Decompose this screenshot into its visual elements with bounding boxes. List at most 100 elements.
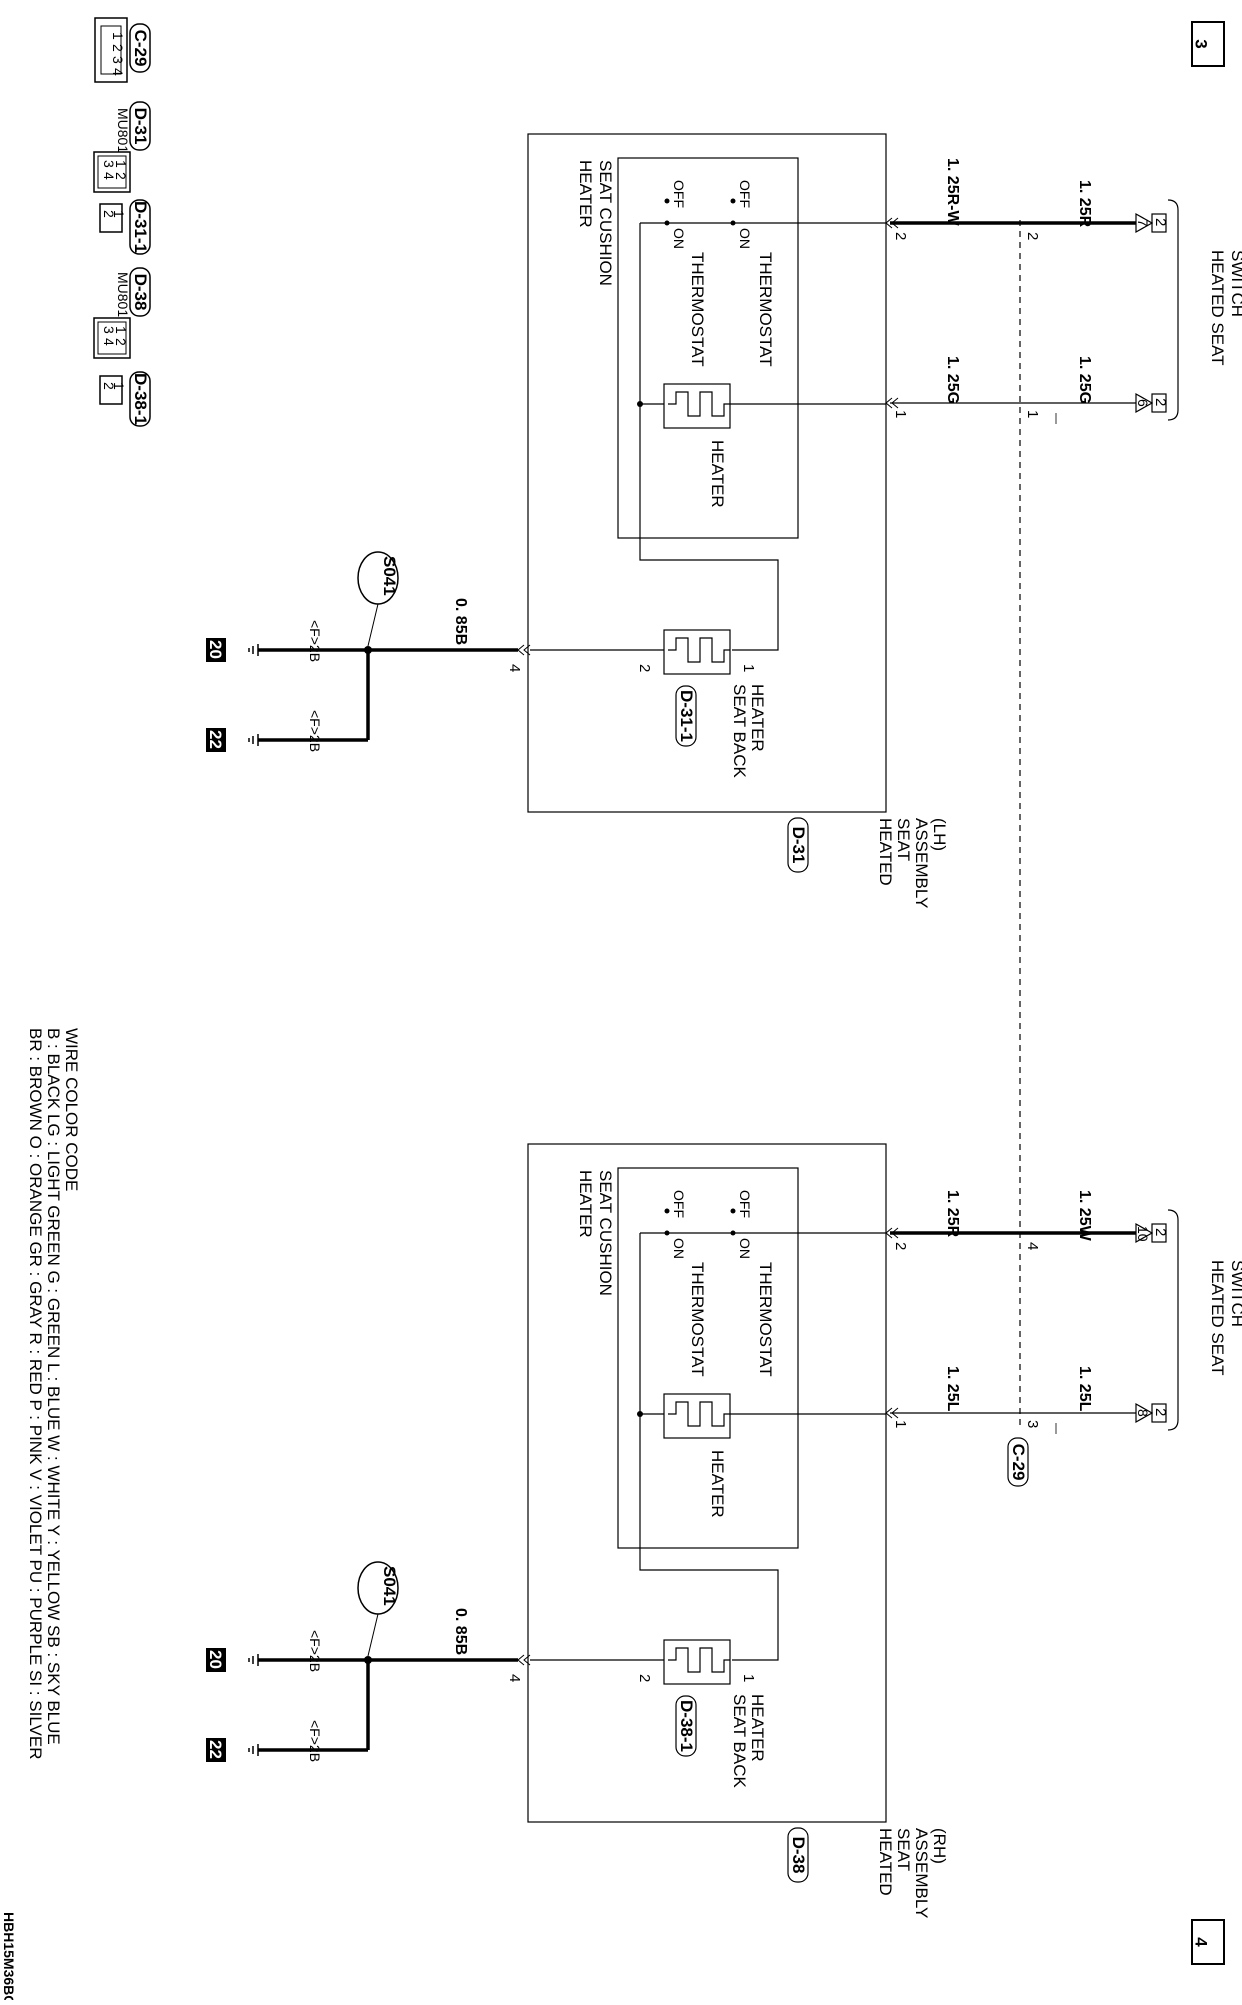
rh-ground-wire: 0. 85B bbox=[452, 1608, 469, 1655]
svg-text:1: 1 bbox=[892, 1420, 909, 1428]
svg-text:4: 4 bbox=[506, 1674, 523, 1682]
lh-heater-element bbox=[663, 383, 731, 429]
rh-switch-terminal-a: 2 10 bbox=[1135, 1222, 1169, 1244]
rh-heater-label: HEATER bbox=[708, 1450, 727, 1518]
svg-text:D-38-1: D-38-1 bbox=[677, 1700, 696, 1752]
wire-color-code-line2: BR : BROWN O : ORANGE GR : GRAY R : RED … bbox=[26, 1028, 45, 1760]
lh-wire-a: 1. 25R-W bbox=[944, 158, 961, 226]
lh-circuit: HEATED SEATSWITCH 2 7 2 6 1. 25R 1. 25G … bbox=[206, 133, 1242, 908]
rh-wire-top-b: 1. 25L bbox=[1076, 1366, 1093, 1412]
svg-text:6: 6 bbox=[1135, 399, 1151, 407]
connector-c29-face: 1 2 3 4 bbox=[94, 17, 128, 83]
wire-color-code-line1: B : BLACK LG : LIGHT GREEN G : GREEN L :… bbox=[44, 1028, 63, 1745]
svg-text:2: 2 bbox=[113, 172, 129, 180]
svg-text:ON: ON bbox=[671, 1238, 687, 1259]
lh-cushion-label: SEAT CUSHIONHEATER bbox=[576, 160, 615, 286]
svg-text:2: 2 bbox=[113, 338, 129, 346]
lh-thermostat-2: THERMOSTAT bbox=[688, 252, 707, 367]
svg-text:2: 2 bbox=[1152, 218, 1169, 226]
rh-cushion-label: SEAT CUSHIONHEATER bbox=[576, 1170, 615, 1296]
rh-cushion-heater-box bbox=[617, 1167, 799, 1549]
lh-back-heater-label: SEAT BACKHEATER bbox=[730, 684, 767, 779]
page-marker-top: 3 bbox=[1191, 21, 1225, 67]
svg-text:D-31: D-31 bbox=[789, 827, 808, 864]
svg-text:1: 1 bbox=[740, 1674, 757, 1682]
svg-text:2: 2 bbox=[101, 382, 117, 390]
svg-text:4: 4 bbox=[1192, 1937, 1211, 1947]
svg-text:1: 1 bbox=[110, 32, 126, 40]
svg-text:D-38: D-38 bbox=[131, 274, 150, 311]
rh-thermostat-2: THERMOSTAT bbox=[688, 1262, 707, 1377]
svg-text:S041: S041 bbox=[380, 556, 399, 596]
connector-d38-1-face: 1 2 bbox=[99, 375, 127, 405]
lh-switch-terminal-b: 2 6 bbox=[1135, 392, 1169, 414]
svg-text:2: 2 bbox=[636, 1674, 653, 1682]
svg-text:4: 4 bbox=[101, 338, 117, 346]
svg-text:1: 1 bbox=[111, 382, 127, 390]
svg-text:D-31: D-31 bbox=[131, 108, 150, 145]
svg-text:D-31-1: D-31-1 bbox=[677, 690, 696, 742]
svg-text:D-38: D-38 bbox=[789, 1837, 808, 1874]
svg-text:1: 1 bbox=[111, 210, 127, 218]
svg-text:10: 10 bbox=[1135, 1226, 1151, 1242]
rh-heater-element bbox=[663, 1393, 731, 1439]
lh-splice: S041 bbox=[357, 551, 399, 605]
svg-text:OFF: OFF bbox=[671, 180, 687, 208]
svg-text:22: 22 bbox=[206, 730, 225, 749]
rh-thermostat-1: THERMOSTAT bbox=[756, 1262, 775, 1377]
svg-text:1: 1 bbox=[740, 664, 757, 672]
svg-text:4: 4 bbox=[1024, 1242, 1041, 1250]
lh-seat-assembly-box bbox=[527, 133, 887, 813]
svg-text:20: 20 bbox=[206, 640, 225, 659]
svg-text:3: 3 bbox=[1024, 1420, 1041, 1428]
connector-legend: C-29 1 2 3 4 D-31 MU801687 1 2 3 4 D-31-… bbox=[93, 17, 151, 427]
rh-back-heater-label: SEAT BACKHEATER bbox=[730, 1694, 767, 1789]
svg-text:22: 22 bbox=[206, 1740, 225, 1759]
rh-seat-assembly-box bbox=[527, 1143, 887, 1823]
rh-circuit: HEATED SEATSWITCH 2 10 2 8 1. 25W 1. 25L… bbox=[206, 1143, 1242, 1918]
lh-switch-terminal-a: 2 7 bbox=[1135, 212, 1169, 234]
page-marker-bottom: 4 bbox=[1191, 1919, 1225, 1965]
svg-text:2: 2 bbox=[1152, 1408, 1169, 1416]
svg-text:4: 4 bbox=[506, 664, 523, 672]
lh-assembly-conn: D-31 bbox=[787, 817, 809, 873]
rh-switch-label: HEATED SEATSWITCH bbox=[1208, 1260, 1242, 1376]
rh-back-conn: D-38-1 bbox=[675, 1695, 697, 1757]
svg-text:2: 2 bbox=[101, 210, 117, 218]
rh-back-heater-element bbox=[663, 1639, 731, 1685]
svg-text:D-38-1: D-38-1 bbox=[131, 373, 150, 425]
svg-text:1: 1 bbox=[1024, 410, 1041, 418]
lh-ground-22: 22 bbox=[206, 728, 259, 752]
svg-text:ON: ON bbox=[737, 228, 753, 249]
rh-assembly-conn: D-38 bbox=[787, 1827, 809, 1883]
svg-text:2: 2 bbox=[1152, 1228, 1169, 1236]
connector-d31-1: D-31-1 bbox=[129, 199, 151, 255]
rh-wire-top-a: 1. 25W bbox=[1076, 1190, 1093, 1242]
lh-switch-label: HEATED SEATSWITCH bbox=[1208, 250, 1242, 366]
svg-text:2: 2 bbox=[892, 232, 909, 240]
svg-text:2: 2 bbox=[892, 1242, 909, 1250]
svg-text:C-29: C-29 bbox=[1009, 1444, 1028, 1481]
svg-text:D-31-1: D-31-1 bbox=[131, 201, 150, 253]
svg-text:ON: ON bbox=[671, 228, 687, 249]
rh-assembly-label: HEATEDSEATASSEMBLY(RH) bbox=[876, 1828, 949, 1918]
lh-wire-top-a: 1. 25R bbox=[1076, 180, 1093, 228]
lh-back-heater-element bbox=[663, 629, 731, 675]
lh-ground-wire: 0. 85B bbox=[452, 598, 469, 645]
connector-d31-1-face: 1 2 bbox=[99, 203, 127, 233]
svg-text:ON: ON bbox=[737, 1238, 753, 1259]
connector-d31: D-31 bbox=[129, 101, 151, 151]
svg-text:C-29: C-29 bbox=[131, 30, 150, 67]
svg-text:OFF: OFF bbox=[737, 1190, 753, 1218]
wire-color-code: WIRE COLOR CODE B : BLACK LG : LIGHT GRE… bbox=[26, 1028, 81, 1760]
svg-text:1: 1 bbox=[113, 326, 129, 334]
rh-wire-a: 1. 25R bbox=[944, 1190, 961, 1238]
lh-heater-label: HEATER bbox=[708, 440, 727, 508]
connector-d38-face: 1 2 3 4 bbox=[93, 317, 131, 359]
lh-back-conn: D-31-1 bbox=[675, 685, 697, 747]
svg-text:2: 2 bbox=[1024, 232, 1041, 240]
rh-splice: S041 bbox=[357, 1561, 399, 1615]
svg-text:3: 3 bbox=[110, 56, 126, 64]
svg-text:7: 7 bbox=[1135, 219, 1151, 227]
